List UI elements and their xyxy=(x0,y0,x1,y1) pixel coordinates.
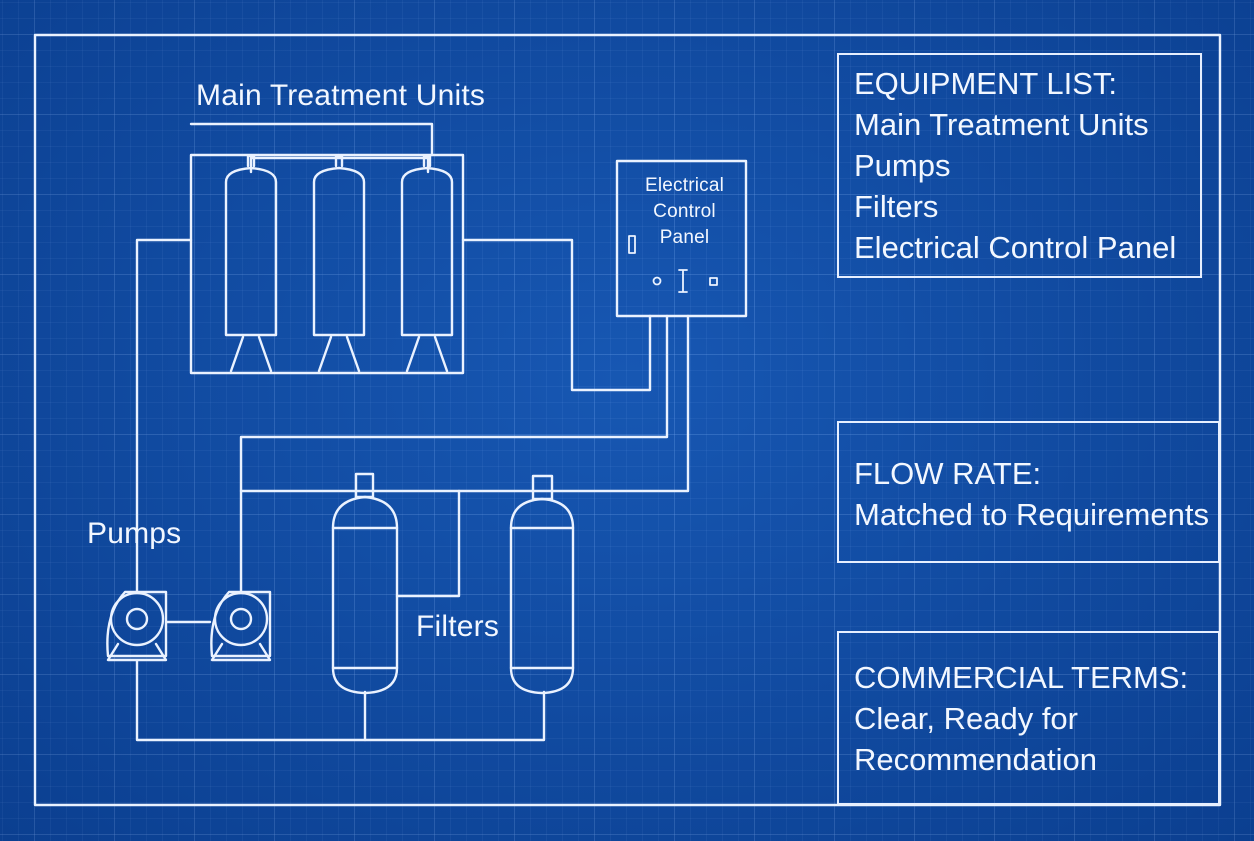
commercial-terms-line: Clear, Ready for xyxy=(854,701,1078,736)
control-panel-label-line-2: Control xyxy=(653,201,716,222)
flow-rate-value: Matched to Requirements xyxy=(854,497,1209,532)
treatment-units-label: Main Treatment Units xyxy=(196,79,486,112)
treatment-bracket xyxy=(189,122,434,157)
equipment-list-heading: EQUIPMENT LIST: xyxy=(854,66,1117,101)
treatment-header-pipe xyxy=(249,156,430,174)
pump-1 xyxy=(106,590,168,662)
commercial-terms-line: Recommendation xyxy=(854,742,1097,777)
panel-button-icon xyxy=(709,277,718,286)
pipe-control-line xyxy=(239,314,690,493)
pipe-treatment-to-pump-1 xyxy=(135,238,193,594)
flow-rate-heading: FLOW RATE: xyxy=(854,456,1042,491)
equipment-list-item: Filters xyxy=(854,189,939,224)
filter-vessel-1 xyxy=(331,472,399,695)
control-panel-label: Electrical Control Panel xyxy=(617,173,752,251)
pipe-panel-to-pump-2 xyxy=(239,314,669,594)
pipe-return-line xyxy=(135,659,546,742)
commercial-terms-box: COMMERCIAL TERMS: Clear, Ready for Recom… xyxy=(837,631,1220,805)
equipment-list-box: EQUIPMENT LIST: Main Treatment Units Pum… xyxy=(837,53,1202,278)
filters-label: Filters xyxy=(416,610,500,643)
pipe-filter-bypass xyxy=(395,489,461,598)
treatment-tank-1 xyxy=(224,154,278,373)
panel-dial-icon xyxy=(678,269,688,293)
flow-rate-box: FLOW RATE: Matched to Requirements xyxy=(837,421,1220,563)
panel-switch-icon xyxy=(628,235,636,254)
equipment-list-item: Electrical Control Panel xyxy=(854,230,1177,265)
panel-indicator-icon xyxy=(652,276,662,286)
control-panel-label-line-1: Electrical xyxy=(644,175,725,196)
pumps-label: Pumps xyxy=(87,517,182,550)
treatment-enclosure xyxy=(189,153,465,375)
control-panel-label-line-3: Panel xyxy=(659,227,710,248)
pump-2 xyxy=(210,590,272,662)
pipe-treatment-to-panel xyxy=(461,238,652,392)
treatment-tank-2 xyxy=(312,154,366,373)
filter-vessel-2 xyxy=(509,474,575,695)
equipment-list-item: Main Treatment Units xyxy=(854,107,1149,142)
outer-frame xyxy=(33,33,1222,807)
commercial-terms-heading: COMMERCIAL TERMS: xyxy=(854,660,1189,695)
equipment-list-item: Pumps xyxy=(854,148,951,183)
control-panel-box xyxy=(615,159,748,318)
treatment-tank-3 xyxy=(400,154,454,373)
